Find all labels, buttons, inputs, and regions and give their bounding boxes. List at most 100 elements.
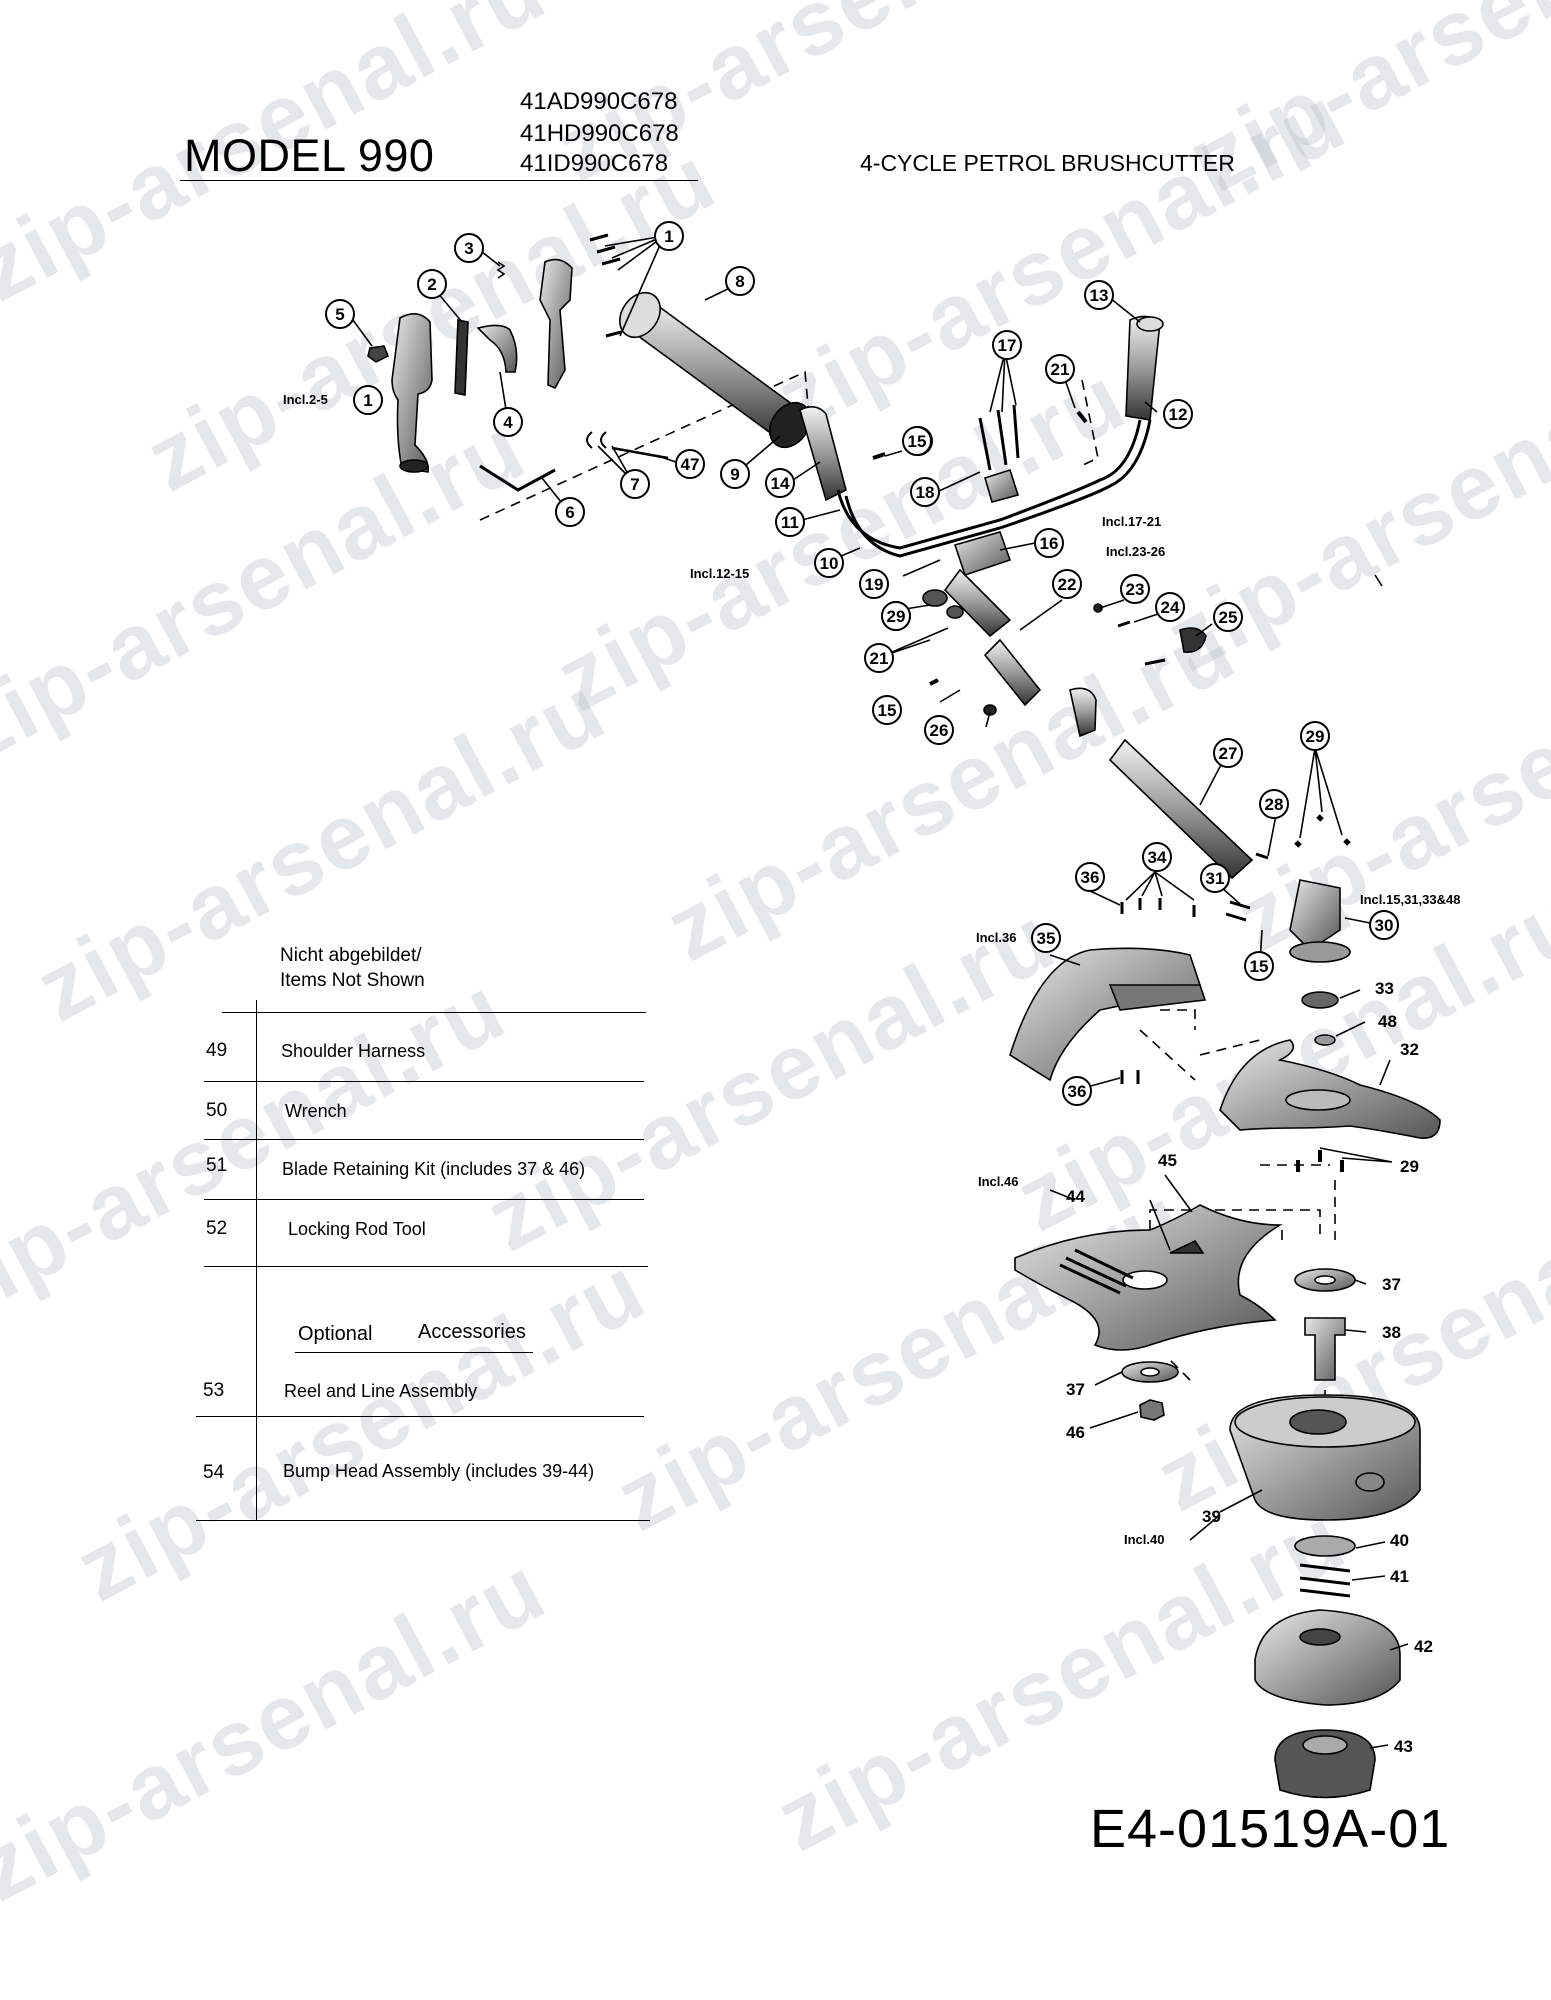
- callout-label: 8: [735, 272, 744, 291]
- document-code: E4-01519A-01: [1090, 1799, 1451, 1859]
- item-description: Shoulder Harness: [281, 1041, 426, 1061]
- callout: 15: [1244, 951, 1274, 981]
- accessories-label: Accessories: [418, 1321, 526, 1343]
- item-number: 49: [206, 1040, 228, 1061]
- callout: 22: [1052, 569, 1082, 599]
- callout-label: 16: [1040, 534, 1059, 553]
- debris-shield: [1219, 1039, 1441, 1172]
- item-number: 52: [206, 1218, 228, 1239]
- callout-label: 43: [1394, 1737, 1413, 1756]
- callout-label: 13: [1090, 286, 1109, 305]
- incl-note: Incl.46: [978, 1174, 1018, 1189]
- callout: 2: [417, 269, 447, 299]
- callout: 36: [1062, 1076, 1092, 1106]
- callout: 3: [454, 233, 484, 263]
- model-number: 41HD990C678: [520, 120, 679, 147]
- incl-note: Incl.36: [976, 930, 1016, 945]
- incl-note: Incl.23-26: [1106, 544, 1165, 559]
- callout-label: 39: [1202, 1507, 1221, 1526]
- callout-label: 41: [1390, 1567, 1409, 1586]
- callout-label: 29: [1400, 1157, 1419, 1176]
- callout-label: 14: [771, 474, 790, 493]
- callout-label: 31: [1206, 869, 1225, 888]
- callout: 35: [1031, 923, 1061, 953]
- callout-label: 29: [1306, 727, 1325, 746]
- callout-label: 4: [503, 413, 513, 432]
- model-number: 41ID990C678: [520, 150, 669, 177]
- callout-label: 37: [1382, 1275, 1401, 1294]
- callout-label: 48: [1378, 1012, 1397, 1031]
- model-title: MODEL 990: [184, 130, 435, 181]
- callout: 29: [1300, 721, 1330, 751]
- callout-label: 26: [930, 721, 949, 740]
- callout-label: 37: [1066, 1380, 1085, 1399]
- callout: 24: [1155, 592, 1185, 622]
- callout-label: 34: [1148, 848, 1167, 867]
- table-rule: [204, 1139, 644, 1140]
- drive-shaft-and-gearhead: [1069, 687, 1351, 1046]
- callout: 13: [1084, 280, 1114, 310]
- callout-label: 38: [1382, 1323, 1401, 1342]
- callout-label: 11: [781, 513, 799, 532]
- callout-label: 7: [630, 475, 639, 494]
- callout-label: 23: [1126, 580, 1145, 599]
- callout: 21: [1045, 354, 1075, 384]
- callout-label: 24: [1161, 598, 1180, 617]
- callout-label: 1: [664, 227, 673, 246]
- item-number: 53: [203, 1380, 225, 1401]
- callout-label: 9: [730, 465, 739, 484]
- callout-label: 21: [1051, 360, 1070, 379]
- callout: 23: [1120, 574, 1150, 604]
- optional-label: Optional: [298, 1323, 373, 1345]
- callout: 1: [353, 385, 383, 415]
- callout: 12: [1163, 399, 1193, 429]
- item-description: Reel and Line Assembly: [284, 1381, 478, 1401]
- table-rule: [196, 1416, 644, 1417]
- callout: 5: [325, 299, 355, 329]
- table-rule: [204, 1081, 644, 1082]
- callout: 34: [1142, 842, 1172, 872]
- item-number: 51: [206, 1155, 228, 1176]
- model-number: 41AD990C678: [520, 88, 678, 115]
- callout: 30: [1369, 910, 1399, 940]
- item-description: Wrench: [285, 1101, 347, 1121]
- callout-label: 45: [1158, 1151, 1177, 1170]
- callout: 1: [654, 221, 684, 251]
- incl-note: Incl.15,31,33&48: [1360, 892, 1460, 907]
- incl-note: Incl.12-15: [690, 566, 749, 581]
- callout-label: 15: [908, 432, 927, 451]
- callout-label: 46: [1066, 1423, 1085, 1442]
- callout: 31: [1200, 863, 1230, 893]
- callout: 29: [881, 601, 911, 631]
- plain-callouts: 33 48 32 29 45 44 37 38 37 46 39 40 41 4…: [1066, 979, 1433, 1756]
- callout: 16: [1034, 528, 1064, 558]
- table-rule: [222, 1012, 646, 1013]
- callout: 18: [910, 477, 940, 507]
- callout-label: 17: [998, 336, 1017, 355]
- cutting-blade: [1014, 1204, 1283, 1351]
- item-number: 54: [203, 1462, 225, 1483]
- callout: 14: [765, 468, 795, 498]
- callout-label: 1: [363, 391, 372, 410]
- callout-label: 19: [865, 575, 884, 594]
- item-number: 50: [206, 1100, 228, 1121]
- callout-label: 30: [1375, 916, 1394, 935]
- item-description: Blade Retaining Kit (includes 37 & 46): [282, 1159, 586, 1179]
- callout-label: 36: [1068, 1082, 1087, 1101]
- callout: 8: [725, 266, 755, 296]
- bump-head-assembly: [1229, 1394, 1421, 1799]
- callout-label: 15: [878, 701, 897, 720]
- inclusion-notes: Incl.2-5 Incl.12-15 Incl.17-21 Incl.23-2…: [283, 392, 1460, 1547]
- title-underline: [180, 180, 698, 181]
- handlebar-assembly: [619, 291, 1207, 716]
- callout: 27: [1213, 738, 1243, 768]
- item-description: Locking Rod Tool: [288, 1219, 426, 1239]
- callout-label: 3: [464, 239, 473, 258]
- product-title: 4-CYCLE PETROL BRUSHCUTTER: [860, 150, 1235, 176]
- incl-note: Incl.40: [1124, 1532, 1164, 1547]
- assembly-guide-lines: [479, 370, 1336, 1520]
- callout: 36: [1075, 862, 1105, 892]
- optional-underline: [295, 1352, 533, 1353]
- callout-label: 10: [820, 554, 839, 573]
